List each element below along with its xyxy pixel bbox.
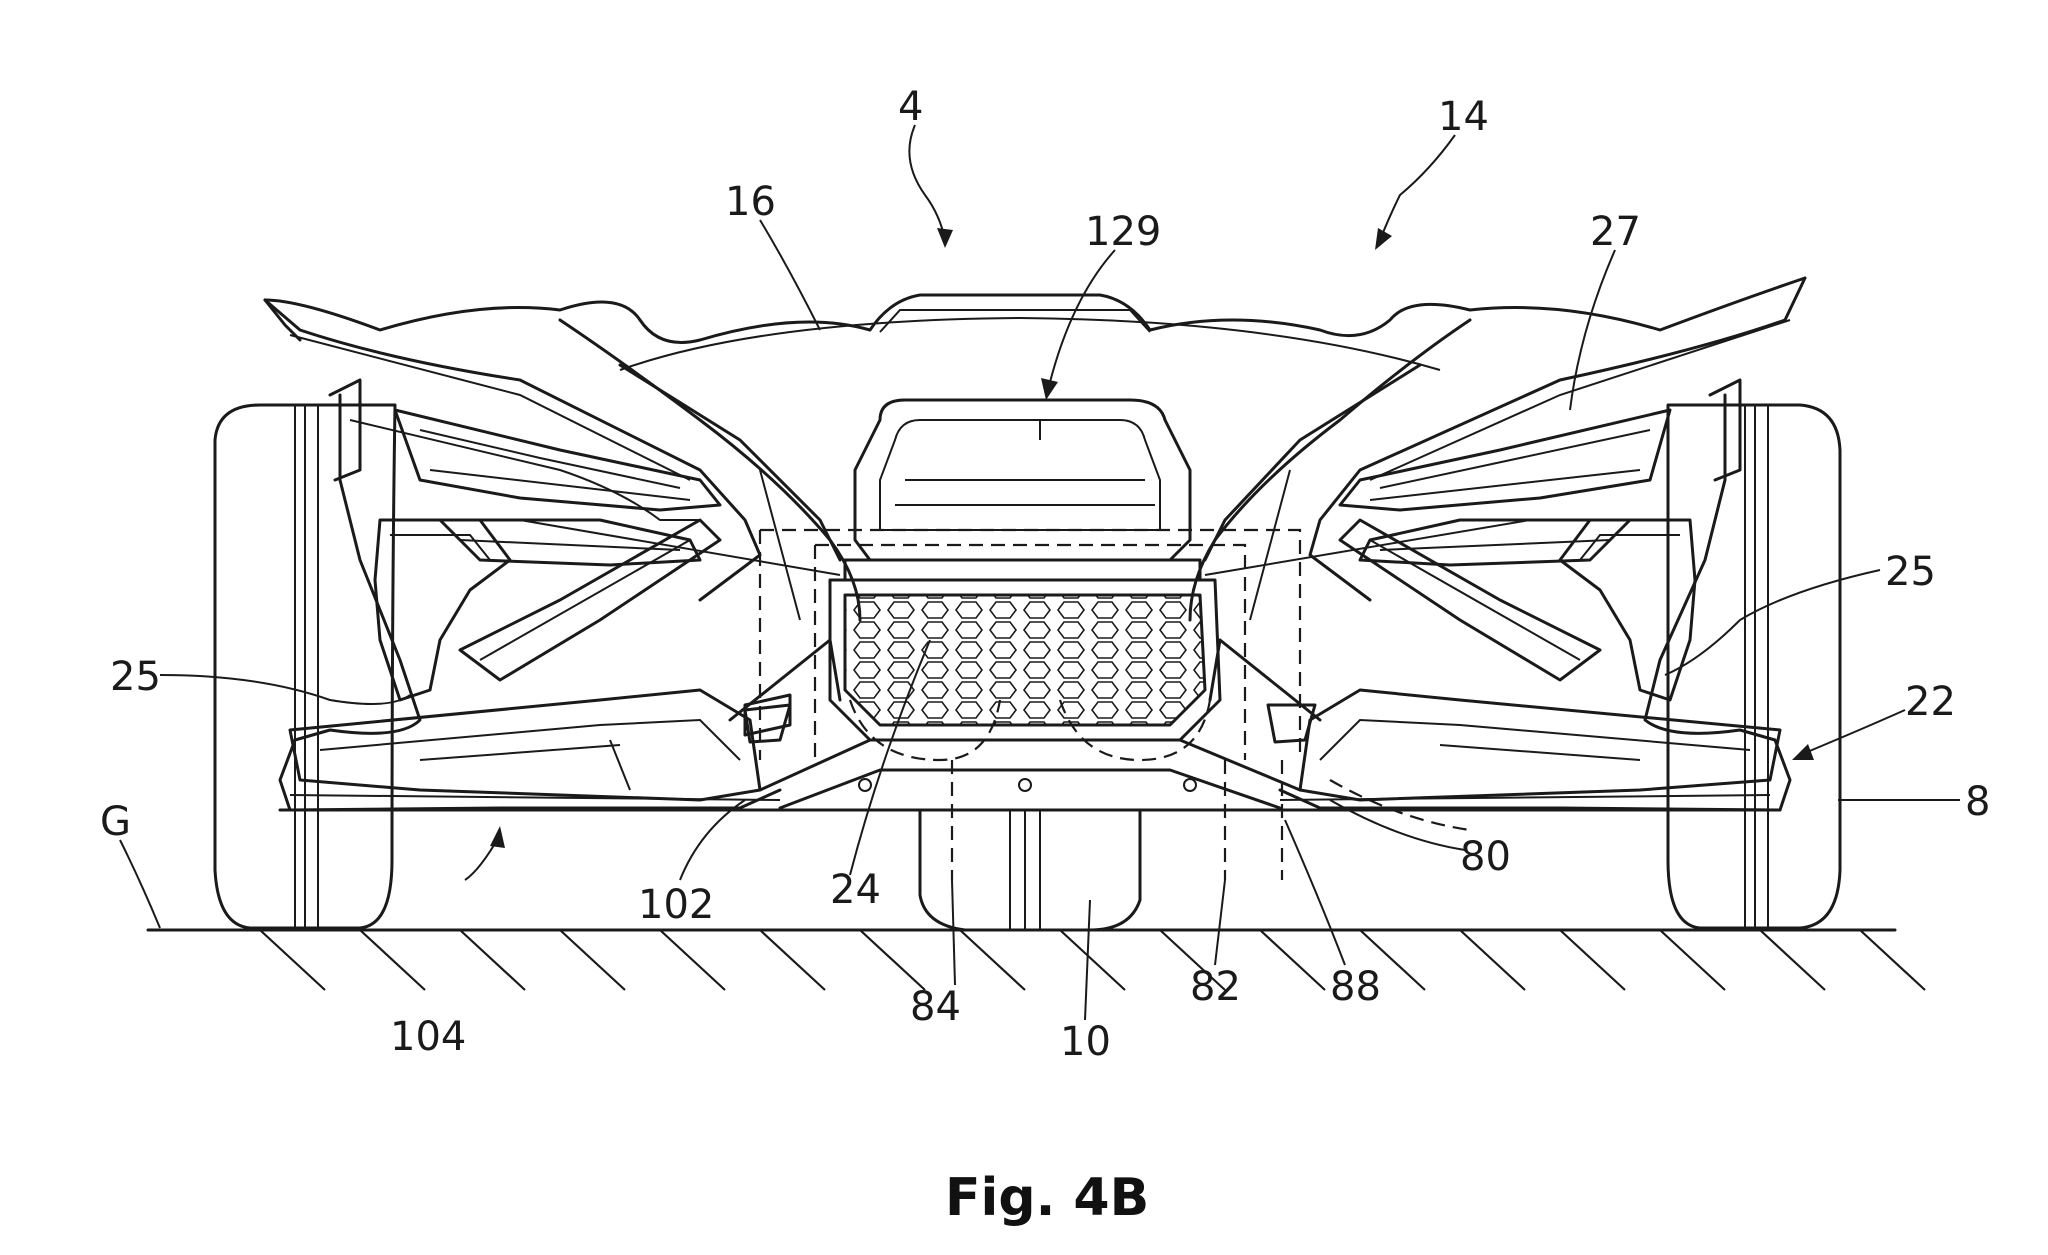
- ground-hatch-mark: [1059, 929, 1126, 991]
- ground-hatch-mark: [759, 929, 826, 991]
- label-22: 22: [1905, 679, 1956, 725]
- label-88: 88: [1330, 964, 1381, 1010]
- label-4: 4: [898, 84, 923, 130]
- label-82: 82: [1190, 964, 1241, 1010]
- left-rear-wheel: [213, 403, 397, 930]
- reference-labels: 4 14 16 129 27 25 25 22 G 8 80 102 24 10…: [100, 84, 1990, 1228]
- label-84: 84: [910, 984, 961, 1030]
- label-104: 104: [390, 1014, 466, 1060]
- ground-hatch-mark: [259, 929, 326, 991]
- label-14: 14: [1438, 94, 1489, 140]
- label-10: 10: [1060, 1019, 1111, 1065]
- ground-hatch-mark: [1859, 929, 1926, 991]
- figure-caption: Fig. 4B: [945, 1168, 1149, 1228]
- label-24: 24: [830, 867, 881, 913]
- dashed-region: [758, 528, 1471, 880]
- label-25-right: 25: [1885, 549, 1936, 595]
- ground-hatch-mark: [1259, 929, 1326, 991]
- label-16: 16: [725, 179, 776, 225]
- ground-hatch-mark: [1759, 929, 1826, 991]
- ground-hatch-mark: [1459, 929, 1526, 991]
- label-129: 129: [1085, 209, 1161, 255]
- ground-hatch-mark: [559, 929, 626, 991]
- ground-hatch-mark: [1659, 929, 1726, 991]
- label-102: 102: [638, 882, 714, 928]
- ground-hatch-mark: [659, 929, 726, 991]
- label-80: 80: [1460, 834, 1511, 880]
- right-rear-wheel: [1666, 403, 1842, 930]
- ground-hatch-mark: [359, 929, 426, 991]
- ground-hatch-mark: [1559, 929, 1626, 991]
- ground: [146, 928, 1926, 991]
- label-8: 8: [1965, 779, 1990, 825]
- label-25-left: 25: [110, 654, 161, 700]
- ground-hatch-mark: [859, 929, 926, 991]
- leader-lines: [119, 124, 1960, 1021]
- label-G: G: [100, 799, 131, 845]
- ground-hatch-mark: [1159, 929, 1226, 991]
- ground-hatch-mark: [459, 929, 526, 991]
- label-27: 27: [1590, 209, 1641, 255]
- ground-hatch-mark: [959, 929, 1026, 991]
- ground-hatch-mark: [1359, 929, 1426, 991]
- rear-center-module: [278, 398, 1782, 812]
- center-wheel: [918, 808, 1142, 932]
